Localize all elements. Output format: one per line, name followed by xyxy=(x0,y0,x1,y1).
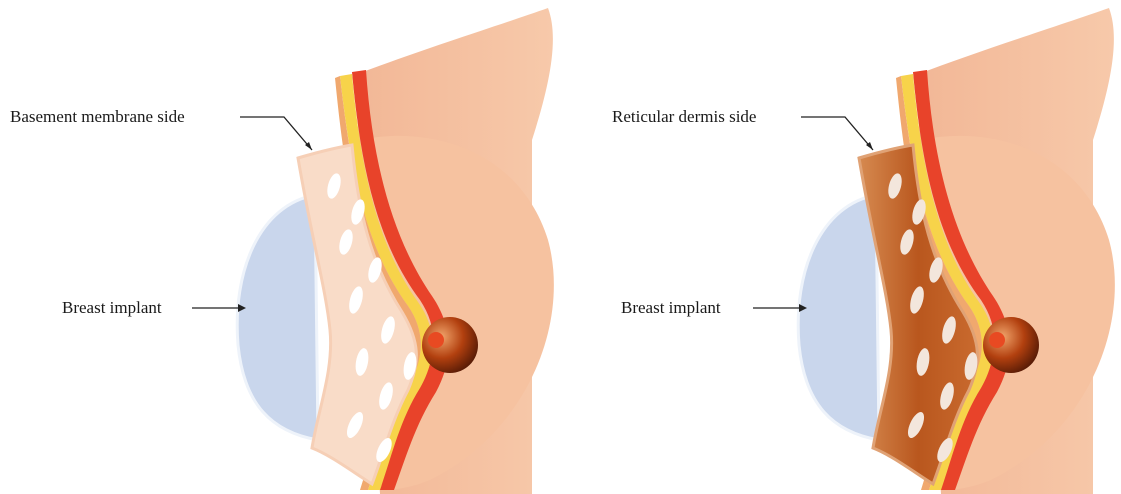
label-reticular-dermis-side: Reticular dermis side xyxy=(612,107,756,127)
leader-top xyxy=(240,117,312,150)
panel-reticular-dermis xyxy=(561,0,1121,494)
breast-implant xyxy=(798,195,879,440)
label-basement-membrane-side: Basement membrane side xyxy=(10,107,185,127)
label-breast-implant-right: Breast implant xyxy=(621,298,721,318)
panel-basement-membrane xyxy=(0,0,560,494)
breast-implant xyxy=(237,195,318,440)
label-breast-implant-left: Breast implant xyxy=(62,298,162,318)
leader-top xyxy=(801,117,873,150)
